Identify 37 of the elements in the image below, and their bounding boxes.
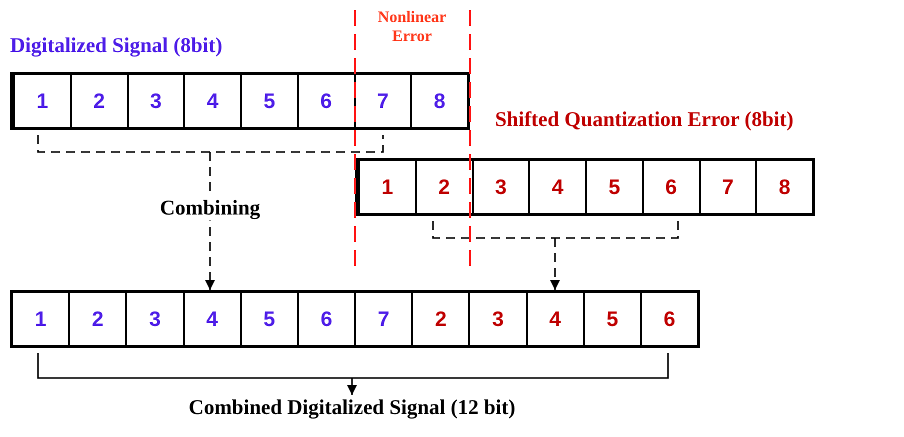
bit-cell: 5: [240, 75, 297, 127]
bit-cell: 1: [358, 161, 415, 213]
bit-cell: 5: [585, 161, 642, 213]
bit-cell: 6: [640, 293, 698, 345]
bit-cell: 6: [296, 293, 354, 345]
bit-cell: 5: [240, 293, 297, 345]
bit-cell: 3: [472, 161, 528, 213]
region-label: Nonlinear Error: [376, 8, 448, 46]
bit-cell: 1: [13, 75, 70, 127]
dashed-bracket-arrow: [37, 134, 384, 291]
register-bar: [10, 290, 700, 348]
bit-cell: 4: [183, 75, 240, 127]
bit-cell: 5: [582, 293, 640, 345]
output-caption: Combined Digitalized Signal (12 bit): [188, 395, 516, 420]
register-heading: Shifted Quantization Error (8bit): [495, 107, 794, 132]
bit-cell: 3: [468, 293, 526, 345]
bit-cell: 4: [528, 161, 585, 213]
bit-cell: 2: [70, 75, 126, 127]
bracket-arrow: [37, 352, 669, 396]
bit-cell: 2: [414, 161, 472, 213]
bit-cell: 1: [13, 293, 68, 345]
bit-cell: 3: [126, 75, 184, 127]
bit-cell: 2: [68, 293, 126, 345]
bit-cell: 2: [411, 293, 468, 345]
edge-label: Combining: [158, 196, 262, 220]
bit-cell: 7: [698, 161, 756, 213]
dashed-bracket-arrow: [432, 220, 679, 291]
bit-cell: 8: [755, 161, 812, 213]
register-heading: Digitalized Signal (8bit): [10, 33, 222, 58]
bit-cell: 6: [642, 161, 698, 213]
bit-cell: 7: [354, 75, 410, 127]
bit-cell: 4: [182, 293, 240, 345]
bit-cell: 3: [125, 293, 183, 345]
bit-cell: 7: [354, 293, 412, 345]
bit-cell: 6: [296, 75, 354, 127]
bit-cell: 8: [410, 75, 467, 127]
bit-cell: 4: [526, 293, 583, 345]
